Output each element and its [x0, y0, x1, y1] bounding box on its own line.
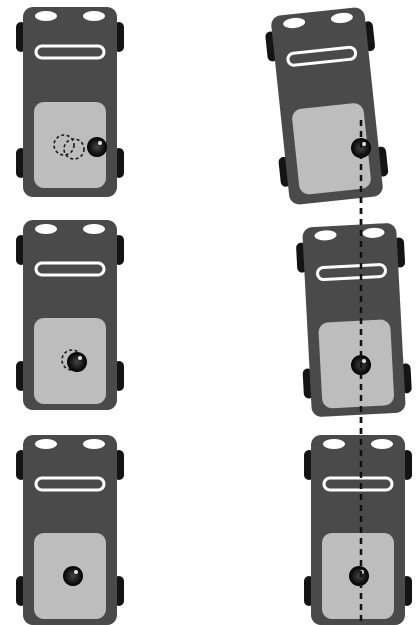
headlight-icon — [83, 11, 105, 21]
ball-icon — [67, 352, 87, 372]
headlight-icon — [83, 439, 105, 449]
ball-highlight — [362, 142, 366, 146]
ball-highlight — [78, 356, 82, 360]
headlight-icon — [35, 11, 57, 21]
right-truck-upper — [263, 6, 390, 206]
left-truck-upper — [16, 7, 124, 197]
ball-icon — [349, 566, 369, 586]
headlight-icon — [371, 439, 393, 449]
ball-highlight — [74, 570, 78, 574]
ball-highlight — [362, 359, 366, 363]
ball-icon — [63, 566, 83, 586]
right-truck-lower — [304, 435, 412, 625]
ball-icon — [87, 137, 107, 157]
headlight-icon — [35, 224, 57, 234]
left-truck-middle — [16, 220, 124, 410]
headlight-icon — [323, 439, 345, 449]
headlight-icon — [35, 439, 57, 449]
left-truck-lower — [16, 435, 124, 625]
ball-highlight — [98, 141, 102, 145]
headlight-icon — [83, 224, 105, 234]
right-truck-middle — [295, 222, 413, 417]
